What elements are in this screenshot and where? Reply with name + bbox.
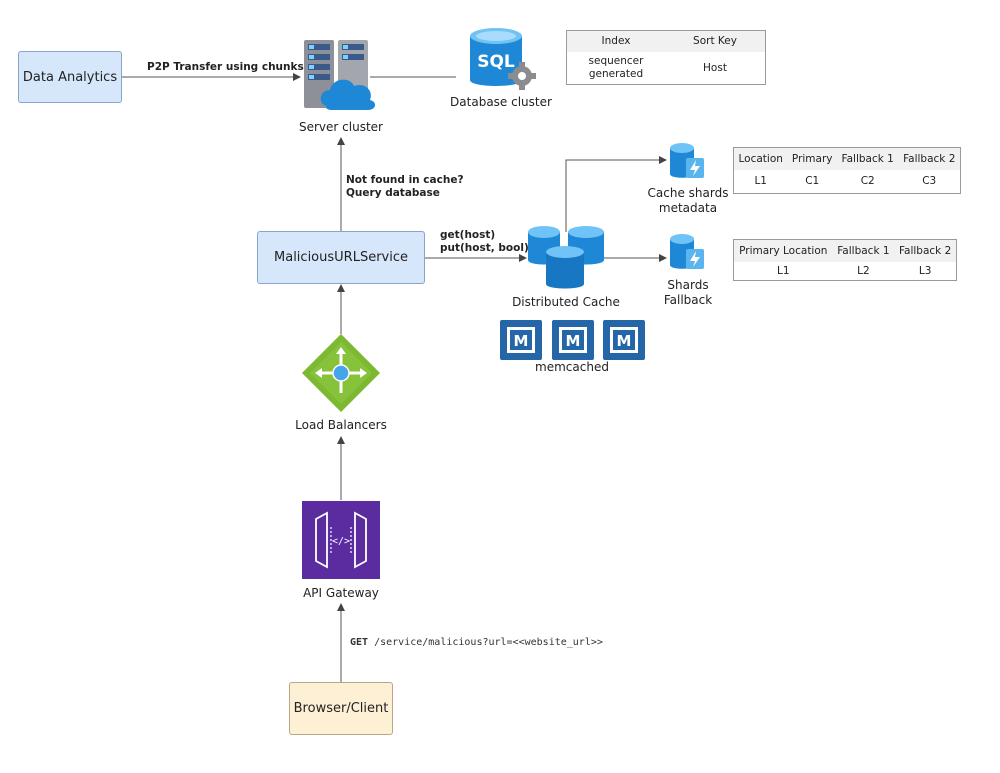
shards-fallback-table: Primary Location Fallback 1 Fallback 2 L…	[733, 239, 957, 281]
edge-cache-to-shards-metadata	[565, 156, 667, 232]
fallback-1-value: L2	[857, 264, 870, 277]
get-request-label: GET /service/malicious?url=<<website_url…	[350, 637, 603, 648]
index-header: Index	[601, 35, 631, 48]
sort-key-header: Sort Key	[693, 35, 737, 48]
data-analytics-box: Data Analytics	[18, 51, 122, 103]
p2p-transfer-label: P2P Transfer using chunks	[147, 61, 304, 73]
fallback-2-value: C3	[922, 175, 937, 188]
svg-text:</>: </>	[332, 536, 350, 547]
sort-key-value: Host	[703, 61, 727, 74]
shards-fallback-label: Shards Fallback	[663, 278, 713, 307]
svg-text:M: M	[566, 332, 581, 350]
fallback-1-value: C2	[860, 175, 875, 188]
server-cluster-label: Server cluster	[299, 120, 383, 134]
primary-header: Primary	[791, 152, 833, 165]
sql-text: SQL	[477, 52, 515, 72]
sql-database-icon: SQL	[470, 28, 536, 90]
malicious-url-service-label: MaliciousURLService	[274, 250, 408, 265]
get-method: GET	[350, 637, 369, 648]
shards-fallback-icon	[670, 234, 704, 269]
svg-text:M: M	[514, 332, 529, 350]
memcached-chip-icon: M	[500, 320, 542, 360]
cache-shards-metadata-icon	[670, 143, 704, 178]
server-cluster-icon	[304, 40, 376, 110]
fallback-2-header: Fallback 2	[903, 152, 956, 165]
memcached-label: memcached	[535, 360, 609, 374]
memcached-chip-icon: M	[603, 320, 645, 360]
primary-value: C1	[805, 175, 820, 188]
not-found-label: Not found in cache? Query database	[346, 174, 464, 199]
load-balancer-icon	[302, 334, 380, 412]
location-value: L1	[754, 175, 767, 188]
browser-client-box: Browser/Client	[289, 682, 393, 735]
index-table: Index Sort Key sequencer generated Host	[566, 30, 766, 85]
index-value: sequencer generated	[588, 54, 644, 80]
api-gateway-icon: </>	[302, 501, 380, 579]
primary-location-header: Primary Location	[739, 244, 828, 257]
api-gateway-label: API Gateway	[303, 586, 379, 600]
data-analytics-label: Data Analytics	[22, 69, 118, 85]
get-path: /service/malicious?url=<<website_url>>	[374, 637, 603, 648]
browser-client-label: Browser/Client	[293, 701, 389, 716]
location-header: Location	[738, 152, 783, 165]
memcached-chip-icon: M	[552, 320, 594, 360]
distributed-cache-icon	[528, 226, 604, 289]
fallback-2-value: L3	[918, 264, 932, 277]
fallback-2-header: Fallback 2	[898, 244, 952, 257]
fallback-1-header: Fallback 1	[841, 152, 894, 165]
svg-text:M: M	[617, 332, 632, 350]
primary-location-value: L1	[777, 264, 790, 277]
fallback-1-header: Fallback 1	[837, 244, 890, 257]
distributed-cache-label: Distributed Cache	[512, 295, 620, 309]
shards-metadata-table: Location Primary Fallback 1 Fallback 2 L…	[733, 147, 961, 194]
malicious-url-service-box: MaliciousURLService	[257, 231, 425, 284]
cache-shards-metadata-label: Cache shards metadata	[647, 186, 729, 215]
cache-ops-label: get(host) put(host, bool)	[440, 229, 529, 254]
load-balancers-label: Load Balancers	[295, 418, 387, 432]
database-cluster-label: Database cluster	[450, 95, 552, 109]
